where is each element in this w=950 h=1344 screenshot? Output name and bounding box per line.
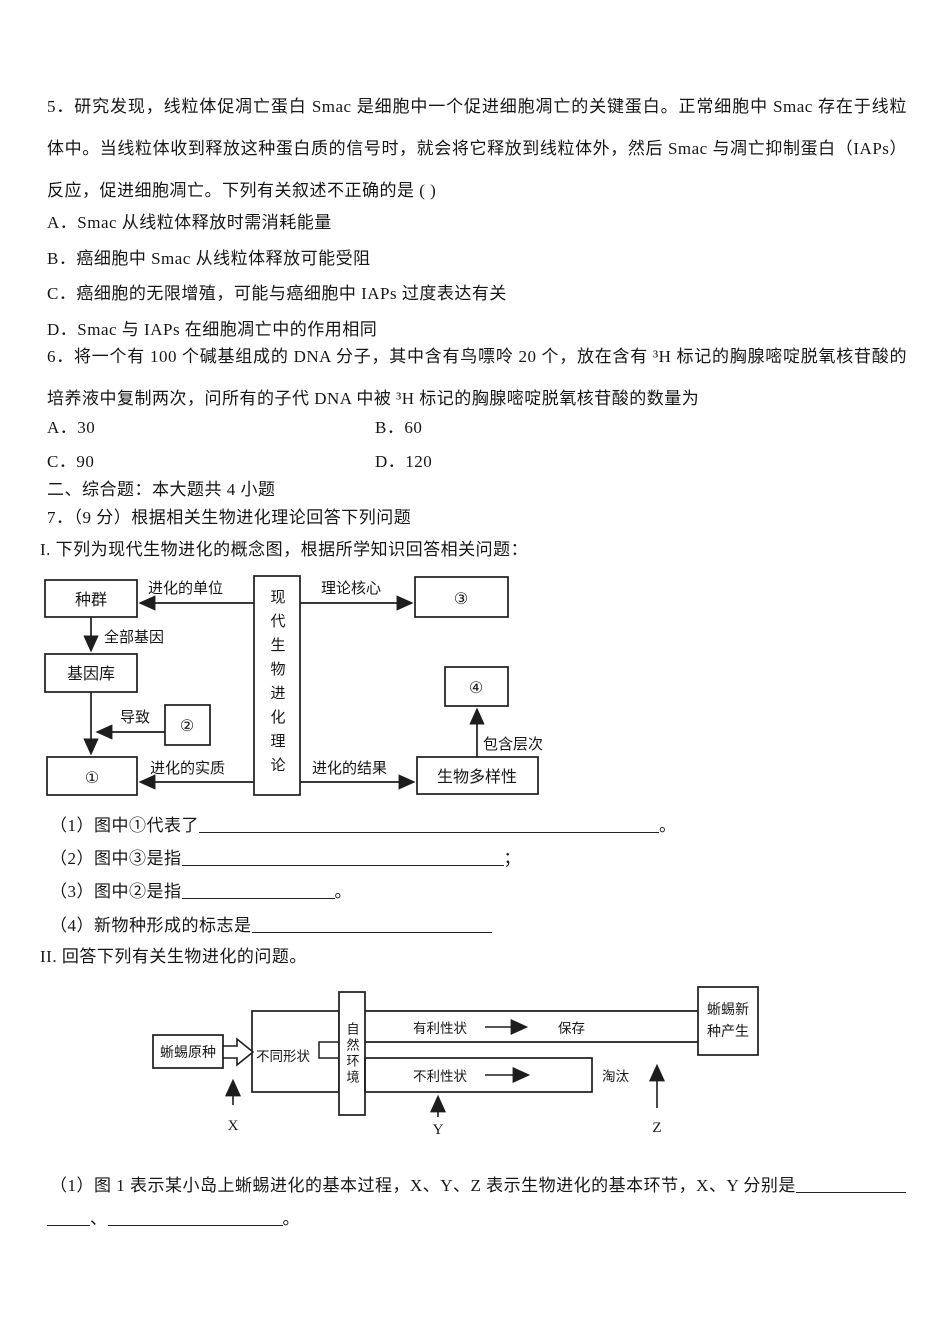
- part2-question-1-line2: 、。: [47, 1207, 300, 1231]
- new-species-label-1: 蜥蜴新: [707, 1002, 749, 1018]
- option-6a: A．30: [47, 418, 96, 437]
- answer-blank-1: [199, 818, 659, 833]
- question-6-options-col2: B．60 D．120: [375, 411, 432, 479]
- option-5a: A．Smac 从线粒体释放时需消耗能量: [47, 213, 332, 232]
- circle4-label: ④: [469, 680, 483, 697]
- result-arrow-label: 进化的结果: [312, 760, 387, 777]
- new-species-box: [697, 986, 759, 1056]
- preserved-label: 保存: [558, 1021, 585, 1036]
- option-6c: C．90: [47, 452, 95, 471]
- environment-box: [338, 991, 366, 1116]
- part2-question-1-end: 。: [282, 1209, 300, 1228]
- unit-arrow-label: 进化的单位: [148, 580, 223, 597]
- sub-question-1-text: （1）图中①代表了: [50, 816, 199, 835]
- question-6-body: 6．将一个有 100 个碱基组成的 DNA 分子，其中含有鸟嘌呤 20 个，放在…: [47, 347, 907, 408]
- essence-arrow-label: 进化的实质: [150, 760, 225, 777]
- x-label: X: [228, 1118, 239, 1134]
- circle1-label: ①: [85, 770, 99, 787]
- connector-notch: [318, 1041, 340, 1059]
- flow-arrows: [225, 1019, 665, 1117]
- question-7-heading: 7．（9 分）根据相关生物进化理论回答下列问题: [47, 508, 412, 527]
- question-5-body: 5．研究发现，线粒体促凋亡蛋白 Smac 是细胞中一个促进细胞凋亡的关键蛋白。正…: [47, 97, 907, 200]
- hollow-arrow-icon: [222, 1037, 255, 1067]
- circle2-box: [164, 704, 211, 746]
- blank-separator: 、: [90, 1209, 108, 1228]
- part-2-intro: II. 回答下列有关生物进化的问题。: [40, 947, 307, 966]
- option-5b: B．癌细胞中 Smac 从线粒体释放可能受阻: [47, 248, 371, 268]
- question-5-options: A．Smac 从线粒体释放时需消耗能量 B．癌细胞中 Smac 从线粒体释放可能…: [47, 205, 507, 347]
- sub-question-1-end: 。: [659, 816, 677, 835]
- lizard-evolution-diagram: 蜥蜴原种 不同形状 有利性状 保存 不利性状 淘汰 蜥蜴新 种产生 X Y Z: [152, 986, 759, 1138]
- all-genes-label: 全部基因: [104, 628, 164, 646]
- sub-question-1: （1）图中①代表了 。: [50, 814, 677, 838]
- sub-question-2-text: （2）图中③是指: [50, 849, 182, 868]
- z-label: Z: [652, 1120, 661, 1136]
- answer-blank-6: [107, 1211, 283, 1226]
- eliminated-label: 淘汰: [602, 1069, 630, 1084]
- band-lines: [365, 1010, 698, 1043]
- sub-question-3-text: （3）图中②是指: [50, 882, 182, 901]
- diagram-arrows: [83, 595, 485, 790]
- evolution-concept-diagram: 种群 ③ 基因库 ② ① ④ 生物多样性 进化的单位 理论核心 全部基因 导致 …: [44, 575, 543, 796]
- section-2-heading: 二、综合题：本大题共 4 小题: [47, 480, 276, 499]
- y-label: Y: [433, 1122, 444, 1138]
- gene-pool-label: 基因库: [67, 665, 115, 683]
- new-species-label-2: 种产生: [707, 1024, 749, 1040]
- option-6b: B．60: [375, 418, 423, 437]
- circle3-label: ③: [454, 591, 468, 608]
- answer-blank-5-cont: [47, 1211, 90, 1226]
- answer-blank-3: [181, 884, 335, 899]
- leads-to-label: 导致: [120, 709, 150, 726]
- sub-question-2-end: ；: [503, 849, 521, 868]
- sub-question-4-text: （4）新物种形成的标志是: [50, 916, 252, 935]
- circle2-label: ②: [180, 718, 194, 735]
- circle3-box: [414, 576, 509, 618]
- unfavorable-label: 不利性状: [413, 1069, 467, 1084]
- answer-blank-4: [251, 918, 492, 933]
- question-6-options: A．30 C．90 B．60 D．120: [47, 411, 647, 479]
- sub-question-3: （3）图中②是指 。: [50, 880, 352, 904]
- original-species-label: 蜥蜴原种: [160, 1045, 216, 1061]
- biodiversity-label: 生物多样性: [437, 768, 517, 786]
- sub-question-2: （2）图中③是指 ；: [50, 847, 521, 871]
- core-arrow-label: 理论核心: [321, 580, 381, 597]
- sub-question-4: （4）新物种形成的标志是: [50, 914, 492, 938]
- population-label: 种群: [75, 591, 107, 609]
- theory-box-vertical-label: 现代生物进化理论: [268, 588, 285, 781]
- circle1-box: [46, 756, 138, 796]
- part2-question-1-text: （1）图 1 表示某小岛上蜥蜴进化的基本过程，X、Y、Z 表示生物进化的基本环节…: [50, 1176, 796, 1195]
- option-5c: C．癌细胞的无限增殖，可能与癌细胞中 IAPs 过度表达有关: [47, 284, 507, 303]
- part-1-intro: I. 下列为现代生物进化的概念图，根据所学知识回答相关问题：: [40, 540, 529, 559]
- favorable-label: 有利性状: [413, 1021, 467, 1036]
- levels-arrow-label: 包含层次: [483, 736, 543, 753]
- unfavorable-band-box: [364, 1057, 593, 1093]
- option-5d: D．Smac 与 IAPs 在细胞凋亡中的作用相同: [47, 319, 378, 339]
- sub-question-3-end: 。: [334, 882, 352, 901]
- option-6d: D．120: [375, 452, 433, 471]
- answer-blank-5: [795, 1178, 906, 1193]
- circle4-box: [444, 666, 509, 707]
- theory-box: [253, 575, 301, 796]
- environment-box-vertical-label: 自然环境: [344, 1021, 360, 1086]
- answer-blank-2: [181, 851, 504, 866]
- different-shapes-label: 不同形状: [256, 1049, 310, 1064]
- part2-question-1-line1: （1）图 1 表示某小岛上蜥蜴进化的基本过程，X、Y、Z 表示生物进化的基本环节…: [50, 1174, 906, 1198]
